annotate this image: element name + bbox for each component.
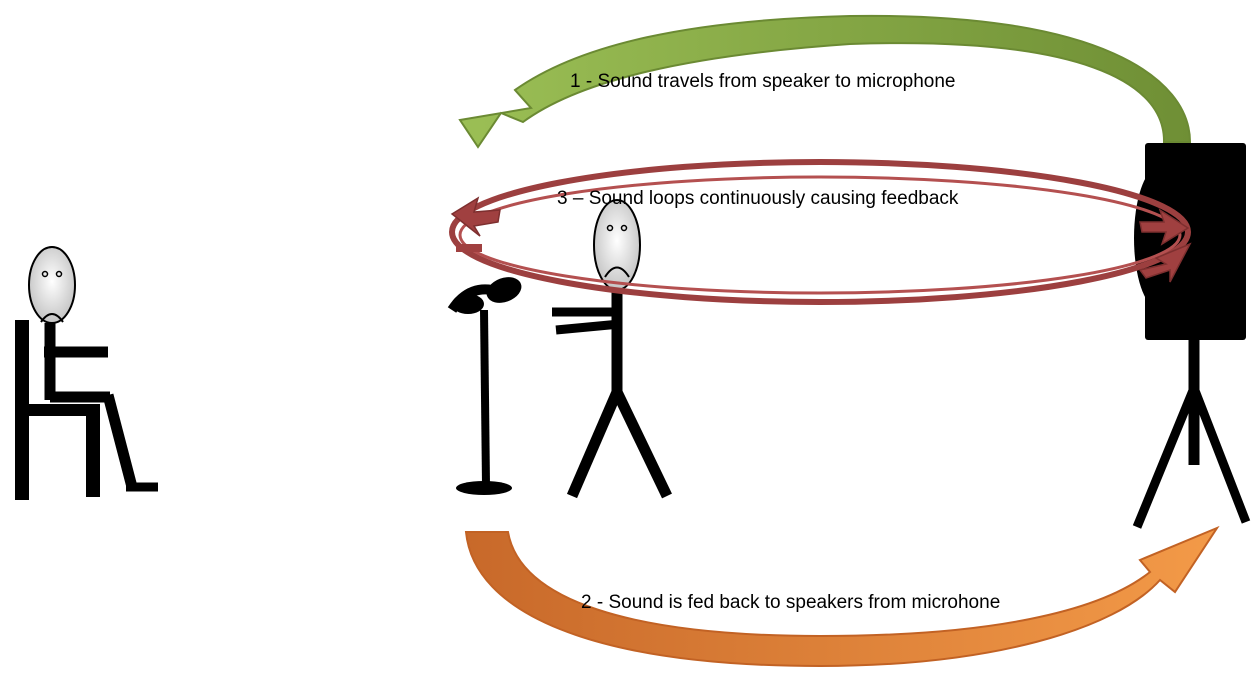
caption-step2: 2 - Sound is fed back to speakers from m… <box>581 592 1000 614</box>
speaker-cabinet <box>1145 143 1246 340</box>
listener-face <box>29 247 75 323</box>
standing-person <box>552 200 667 496</box>
microphone-stand <box>452 273 525 495</box>
seated-listener <box>22 247 158 500</box>
person-face <box>594 200 640 290</box>
caption-step1: 1 - Sound travels from speaker to microp… <box>570 71 955 93</box>
caption-step3: 3 – Sound loops continuously causing fee… <box>557 188 958 210</box>
arrow-step3 <box>452 162 1190 302</box>
microphone-base <box>456 481 512 495</box>
